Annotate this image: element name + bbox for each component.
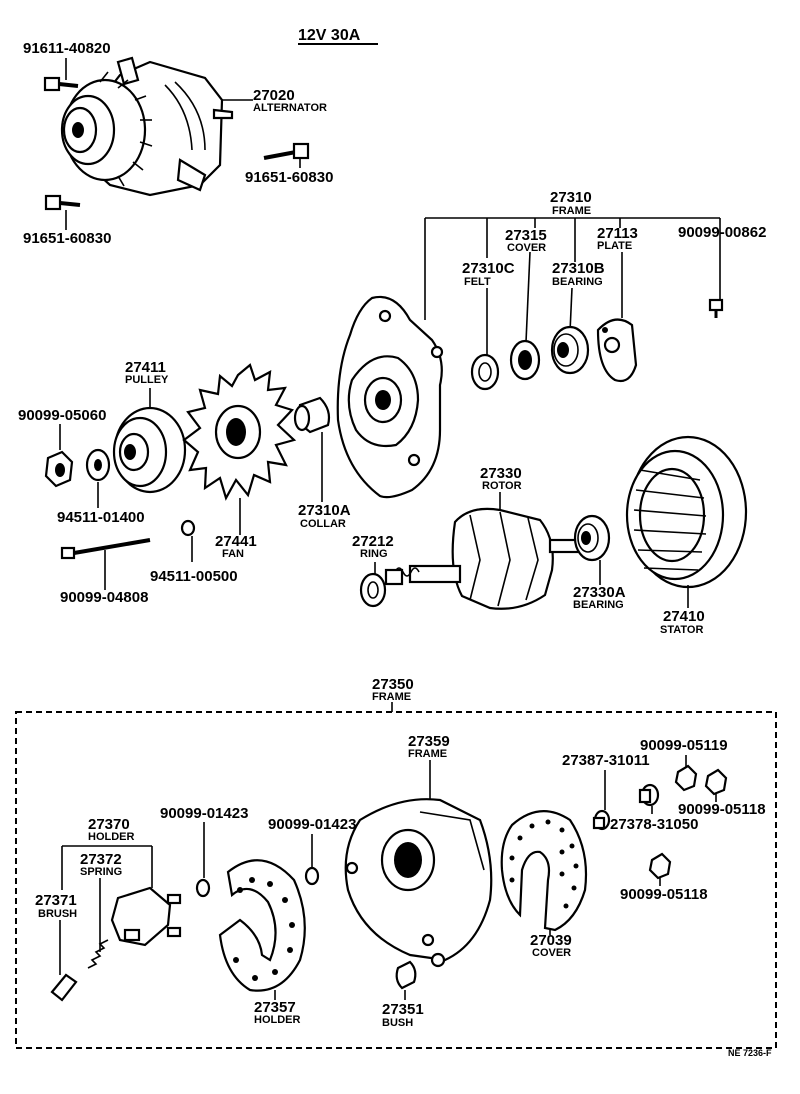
label-bolt-mid: 91651-60830 bbox=[245, 169, 333, 186]
label-nut: 90099-05060 bbox=[18, 407, 106, 424]
label-holder2-cap: HOLDER bbox=[254, 1014, 301, 1026]
label-plate-num: 27113 bbox=[597, 225, 638, 242]
felt-drawing bbox=[470, 353, 500, 391]
diagram-title: 12V 30A bbox=[298, 27, 361, 44]
label-washer2: 94511-00500 bbox=[150, 568, 238, 585]
rear-frame-dashed-box bbox=[15, 711, 777, 1049]
label-rear-frame-num: 27350 bbox=[372, 676, 414, 693]
label-stator-num: 27410 bbox=[663, 608, 705, 625]
label-long-bolt: 90099-04808 bbox=[60, 589, 148, 606]
label-bush-cap: BUSH bbox=[382, 1017, 413, 1029]
cover-27039-drawing bbox=[500, 810, 588, 932]
label-term4: 90099-05118 bbox=[678, 801, 766, 818]
label-alternator-num: 27020 bbox=[253, 87, 295, 104]
label-holder2-num: 27357 bbox=[254, 999, 296, 1016]
label-rear-frame-cap: FRAME bbox=[372, 691, 411, 703]
front-frame-drawing bbox=[336, 295, 444, 499]
label-term3: 27378-31050 bbox=[610, 816, 698, 833]
brush-drawing bbox=[50, 973, 78, 1002]
bolt-91651-low-drawing bbox=[44, 194, 81, 211]
label-rotor-num: 27330 bbox=[480, 465, 522, 482]
holder-27357-drawing bbox=[218, 859, 306, 992]
ring-drawing bbox=[359, 572, 387, 608]
bolt-91651-mid-drawing bbox=[263, 142, 310, 160]
label-cover-num: 27315 bbox=[505, 227, 547, 244]
label-bearing-num: 27310B bbox=[552, 260, 605, 277]
label-pulley-num: 27411 bbox=[125, 359, 166, 376]
term3-drawing bbox=[638, 783, 660, 807]
screw-plate-drawing bbox=[708, 298, 724, 318]
label-rf-cap: FRAME bbox=[408, 748, 447, 760]
label-bearing-cap: BEARING bbox=[552, 276, 603, 288]
label-pulley-cap: PULLEY bbox=[125, 374, 169, 386]
alternator-assembly-drawing bbox=[60, 56, 234, 197]
footer-code: NE 7236-F bbox=[728, 1048, 772, 1058]
plate-drawing bbox=[596, 318, 638, 383]
term5-drawing bbox=[648, 852, 672, 880]
label-brush-cap: BRUSH bbox=[38, 908, 77, 920]
label-frame-cap: FRAME bbox=[552, 205, 591, 217]
label-plate-cap: PLATE bbox=[597, 240, 632, 252]
term4-drawing bbox=[704, 768, 728, 796]
label-holder-num: 27370 bbox=[88, 816, 130, 833]
label-bearing2-num: 27330A bbox=[573, 584, 626, 601]
stator-drawing bbox=[625, 435, 748, 589]
frame-bracket-lines bbox=[424, 217, 721, 320]
fan-drawing bbox=[182, 363, 297, 501]
label-rf-num: 27359 bbox=[408, 733, 450, 750]
holder-27370-drawing bbox=[110, 886, 182, 947]
label-bolt-top: 91611-40820 bbox=[23, 40, 111, 57]
label-ring-cap: RING bbox=[360, 548, 388, 560]
washer-drawing bbox=[85, 448, 111, 482]
label-stator-cap: STATOR bbox=[660, 624, 703, 636]
nut-a-drawing bbox=[195, 878, 211, 898]
label-collar-cap: COLLAR bbox=[300, 518, 346, 530]
label-cover2-num: 27039 bbox=[530, 932, 572, 949]
nut-b-drawing bbox=[304, 866, 320, 886]
label-bush-num: 27351 bbox=[382, 1001, 424, 1018]
label-washer: 94511-01400 bbox=[57, 509, 145, 526]
label-cover2-cap: COVER bbox=[532, 947, 571, 959]
label-alternator-cap: ALTERNATOR bbox=[253, 102, 327, 114]
label-frame-num: 27310 bbox=[550, 189, 592, 206]
rear-frame-27359-drawing bbox=[344, 798, 493, 968]
label-term2: 90099-05119 bbox=[640, 737, 728, 754]
label-bearing2-cap: BEARING bbox=[573, 599, 624, 611]
term2-drawing bbox=[674, 764, 698, 792]
label-nut-b: 90099-01423 bbox=[268, 816, 356, 833]
washer-small-drawing bbox=[180, 519, 196, 537]
collar-drawing bbox=[293, 396, 331, 434]
nut-drawing bbox=[44, 450, 74, 488]
pulley-drawing bbox=[112, 406, 187, 494]
label-screw-plate: 90099-00862 bbox=[678, 224, 766, 241]
label-nut-a: 90099-01423 bbox=[160, 805, 248, 822]
label-bolt-low: 91651-60830 bbox=[23, 230, 111, 247]
label-collar-num: 27310A bbox=[298, 502, 351, 519]
label-brush-num: 27371 bbox=[35, 892, 77, 909]
label-term1: 27387-31011 bbox=[562, 752, 650, 769]
bolt-91611-drawing bbox=[43, 76, 79, 92]
label-fan-cap: FAN bbox=[222, 548, 244, 560]
bush-drawing bbox=[395, 960, 417, 990]
label-term5: 90099-05118 bbox=[620, 886, 708, 903]
label-rotor-cap: ROTOR bbox=[482, 480, 522, 492]
term1-drawing bbox=[592, 809, 611, 831]
label-felt-num: 27310C bbox=[462, 260, 515, 277]
spring-drawing bbox=[87, 939, 109, 969]
rotor-drawing bbox=[384, 507, 582, 610]
label-spring-num: 27372 bbox=[80, 851, 122, 868]
bearing-27330a-drawing bbox=[573, 514, 611, 562]
label-holder-cap: HOLDER bbox=[88, 831, 135, 843]
holder-bracket-lines bbox=[61, 845, 153, 890]
long-bolt-drawing bbox=[60, 538, 151, 560]
label-cover-cap: COVER bbox=[507, 242, 546, 254]
label-ring-num: 27212 bbox=[352, 533, 394, 550]
cover-27315-drawing bbox=[509, 339, 541, 381]
bearing-27310b-drawing bbox=[550, 325, 590, 375]
label-felt-cap: FELT bbox=[464, 276, 491, 288]
label-spring-cap: SPRING bbox=[80, 866, 122, 878]
label-fan-num: 27441 bbox=[215, 533, 257, 550]
